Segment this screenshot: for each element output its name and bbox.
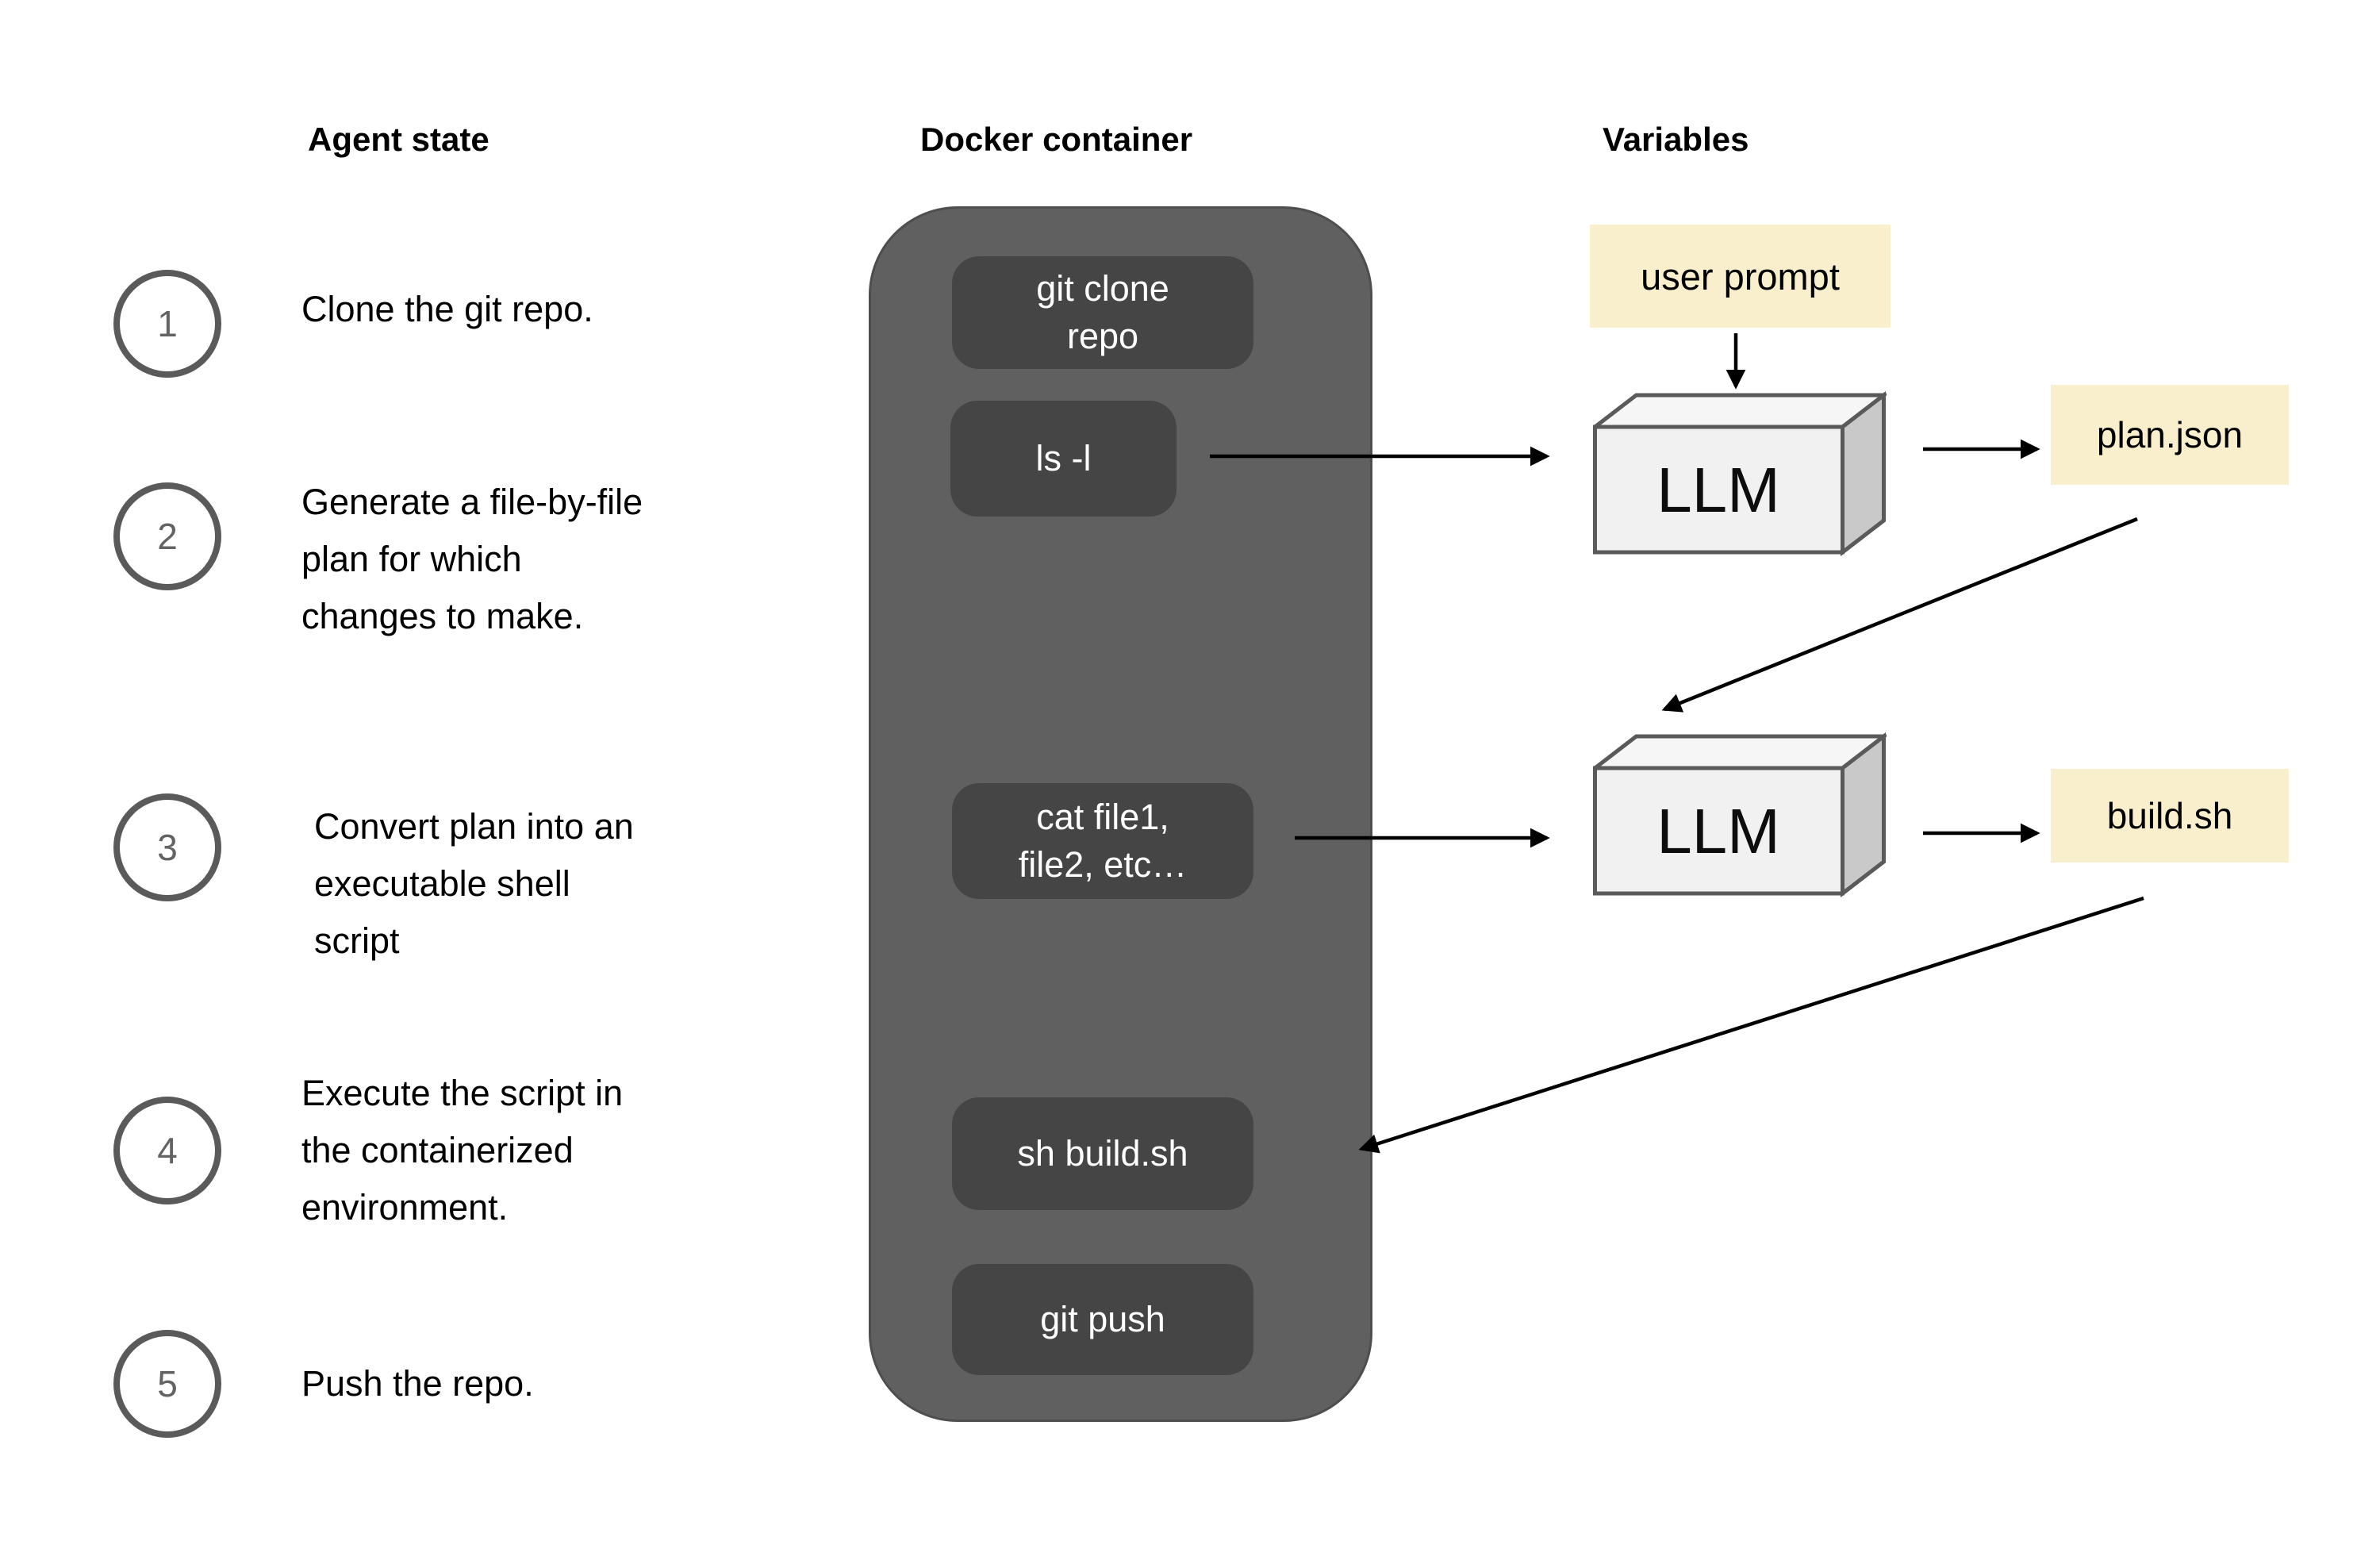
docker-container: git clone repo ls -l cat file1, file2, e…: [869, 206, 1372, 1422]
step-2-circle: 2: [113, 482, 221, 590]
step-5-text: Push the repo.: [301, 1363, 534, 1404]
llm-cube-1-top-face: [1593, 393, 1887, 429]
command-sh-build: sh build.sh: [952, 1097, 1253, 1210]
llm-cube-1: LLM: [1593, 391, 1887, 557]
step-2-text: Generate a file-by-file plan for which c…: [301, 482, 643, 636]
step-3-text: Convert plan into an executable shell sc…: [314, 806, 634, 961]
step-5-number: 5: [157, 1363, 178, 1404]
variable-build-sh: build.sh: [2051, 769, 2289, 863]
column-header-agent-state: Agent state: [308, 121, 489, 158]
step-1-number: 1: [157, 303, 178, 344]
step-2-number: 2: [157, 516, 178, 557]
arrow-build-sh-to-container: [1358, 896, 2144, 1154]
step-4-text: Execute the script in the containerized …: [301, 1073, 624, 1228]
command-git-clone-repo: git clone repo: [952, 256, 1253, 369]
column-header-variables: Variables: [1603, 121, 1749, 158]
step-3-circle: 3: [113, 793, 221, 901]
step-4-circle: 4: [113, 1097, 221, 1204]
step-1-text: Clone the git repo.: [301, 289, 593, 329]
llm-cube-2-top-face: [1593, 734, 1887, 770]
step-5-circle: 5: [113, 1330, 221, 1438]
llm-label-1: LLM: [1656, 455, 1780, 525]
llm-label-2: LLM: [1656, 796, 1780, 866]
variable-user-prompt: user prompt: [1590, 225, 1891, 328]
llm-cube-2-front-face: [1593, 766, 1844, 896]
llm-cube-2: LLM: [1593, 732, 1887, 898]
step-4-number: 4: [157, 1130, 178, 1171]
command-git-push: git push: [952, 1264, 1253, 1375]
command-ls-l: ls -l: [950, 401, 1177, 517]
command-cat-files: cat file1, file2, etc…: [952, 783, 1253, 899]
step-1-circle: 1: [113, 270, 221, 378]
column-header-docker-container: Docker container: [920, 121, 1193, 158]
step-3-number: 3: [157, 827, 178, 868]
variable-plan-json: plan.json: [2051, 385, 2289, 485]
